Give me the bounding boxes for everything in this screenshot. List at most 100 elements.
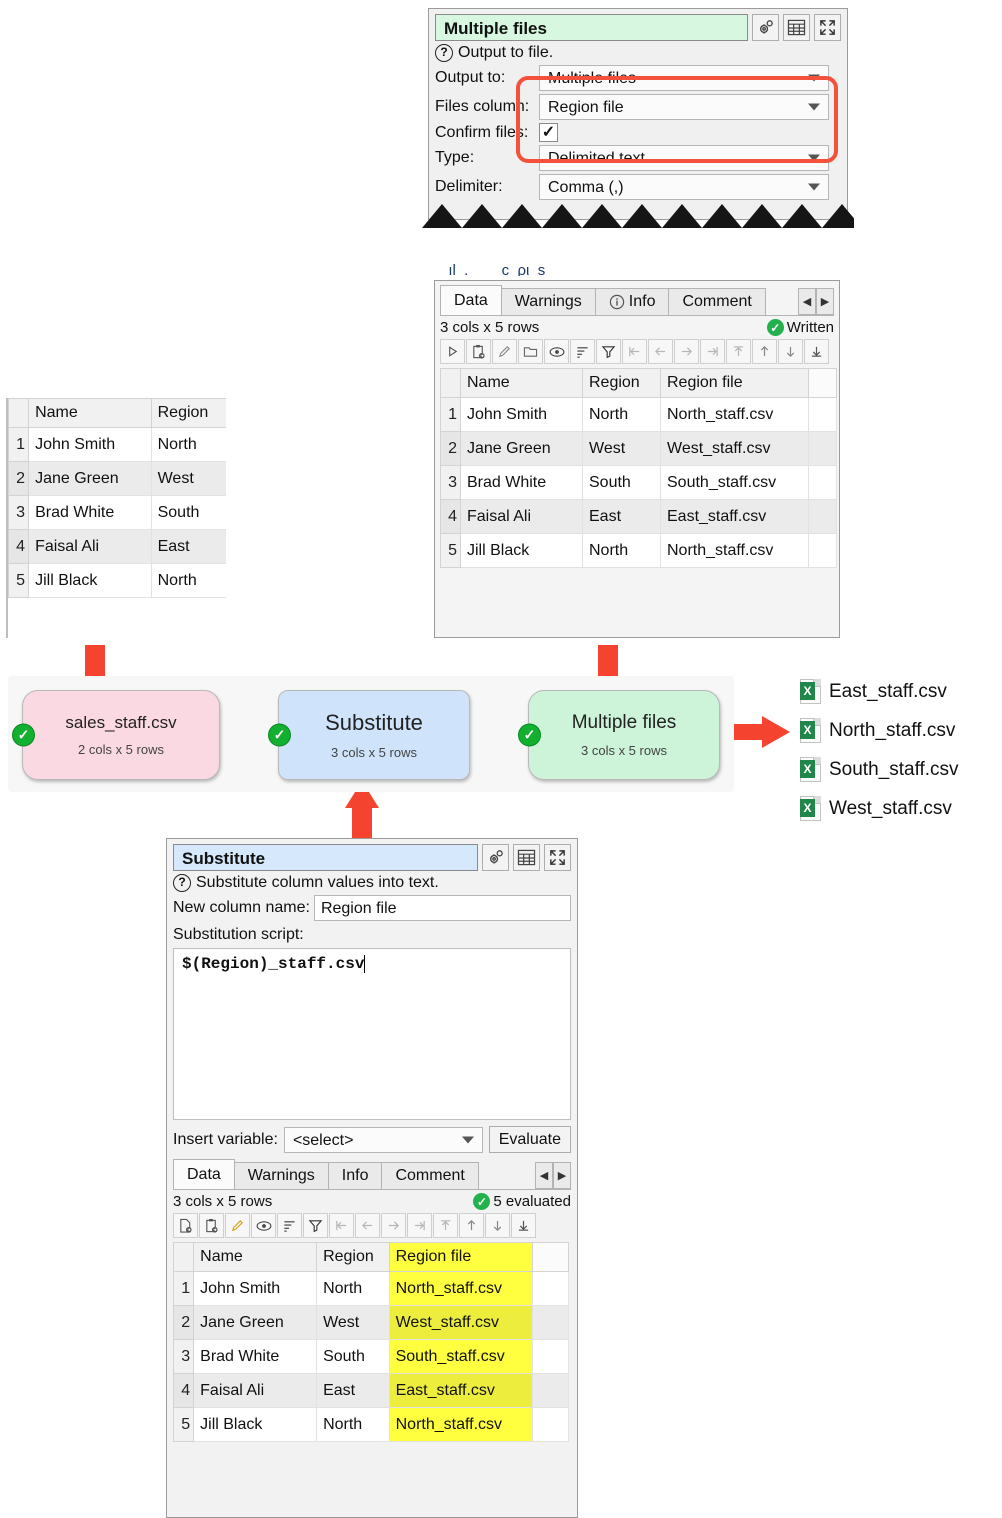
expand-icon[interactable] [814, 14, 841, 41]
cell-region-file[interactable]: South_staff.csv [660, 465, 809, 500]
cell-region[interactable]: South [582, 465, 661, 500]
prev-col-icon[interactable] [648, 339, 673, 364]
table-icon[interactable] [513, 844, 540, 871]
first-col-icon[interactable] [622, 339, 647, 364]
tab-data[interactable]: Data [173, 1159, 235, 1189]
col-header-region-file[interactable]: Region file [388, 1242, 533, 1272]
last-row-icon[interactable] [511, 1213, 536, 1238]
next-row-icon[interactable] [485, 1213, 510, 1238]
last-col-icon[interactable] [407, 1213, 432, 1238]
col-header-name[interactable]: Name [460, 368, 583, 398]
cell-region[interactable]: North [316, 1407, 390, 1442]
paste-icon[interactable] [466, 339, 491, 364]
col-header-name[interactable]: Name [193, 1242, 318, 1272]
cell-name[interactable]: Jill Black [28, 563, 152, 598]
cell-region[interactable]: East [316, 1373, 390, 1408]
edit-icon[interactable] [225, 1213, 250, 1238]
tab-warnings[interactable]: Warnings [500, 288, 596, 315]
sort-icon[interactable] [277, 1213, 302, 1238]
expand-icon[interactable] [544, 844, 571, 871]
cell-region-file[interactable]: West_staff.csv [660, 431, 809, 466]
tab-info[interactable]: Info [594, 288, 670, 315]
panel-title-input[interactable]: Multiple files [435, 14, 748, 41]
sort-icon[interactable] [570, 339, 595, 364]
table-icon[interactable] [783, 14, 810, 41]
delimiter-combo[interactable]: Comma (,) [539, 174, 829, 200]
node-substitute[interactable]: ✓ Substitute 3 cols x 5 rows [268, 690, 470, 780]
gear-icon[interactable] [482, 844, 509, 871]
cell-region[interactable]: North [150, 427, 226, 462]
panel-title-input[interactable]: Substitute [173, 844, 478, 871]
cell-region-file[interactable]: East_staff.csv [660, 499, 809, 534]
prev-row-icon[interactable] [459, 1213, 484, 1238]
cell-region[interactable]: North [316, 1271, 390, 1306]
tab-scroll-right[interactable]: ▶ [553, 1162, 571, 1189]
evaluate-button[interactable]: Evaluate [488, 1126, 571, 1153]
cell-name[interactable]: Jane Green [460, 431, 583, 466]
tab-data[interactable]: Data [440, 285, 502, 315]
tab-info[interactable]: Info [327, 1162, 383, 1189]
substitution-script-textarea[interactable]: $(Region)_staff.csv​ [173, 948, 571, 1120]
cell-region-file[interactable]: North_staff.csv [660, 397, 809, 432]
edit-icon[interactable] [492, 339, 517, 364]
cell-region[interactable]: North [150, 563, 226, 598]
cell-region[interactable]: South [316, 1339, 390, 1374]
cell-name[interactable]: Faisal Ali [193, 1373, 318, 1408]
cell-region[interactable]: North [582, 397, 661, 432]
prev-col-icon[interactable] [355, 1213, 380, 1238]
cell-region-file[interactable]: North_staff.csv [388, 1407, 533, 1442]
paste-icon[interactable] [199, 1213, 224, 1238]
cell-region[interactable]: West [316, 1305, 390, 1340]
cell-region[interactable]: East [582, 499, 661, 534]
node-multiple-files[interactable]: ✓ Multiple files 3 cols x 5 rows [518, 690, 720, 780]
col-header-region[interactable]: Region [150, 398, 226, 428]
tab-scroll-right[interactable]: ▶ [816, 288, 834, 315]
cell-name[interactable]: Brad White [28, 495, 152, 530]
cell-name[interactable]: Jane Green [193, 1305, 318, 1340]
folder-icon[interactable] [518, 339, 543, 364]
filter-icon[interactable] [596, 339, 621, 364]
filter-icon[interactable] [303, 1213, 328, 1238]
tab-scroll-left[interactable]: ◀ [798, 288, 816, 315]
cell-region-file[interactable]: South_staff.csv [388, 1339, 533, 1374]
cell-region[interactable]: West [150, 461, 226, 496]
cell-region-file[interactable]: West_staff.csv [388, 1305, 533, 1340]
col-header-region[interactable]: Region [582, 368, 661, 398]
cell-name[interactable]: Brad White [460, 465, 583, 500]
cell-region[interactable]: East [150, 529, 226, 564]
tab-comment[interactable]: Comment [381, 1162, 479, 1189]
cell-region-file[interactable]: East_staff.csv [388, 1373, 533, 1408]
col-header-region-file[interactable]: Region file [660, 368, 809, 398]
help-icon[interactable]: ? [435, 44, 453, 62]
cell-region[interactable]: West [582, 431, 661, 466]
confirm-files-checkbox[interactable]: ✓ [539, 123, 558, 142]
next-row-icon[interactable] [778, 339, 803, 364]
cell-region-file[interactable]: North_staff.csv [660, 533, 809, 568]
next-col-icon[interactable] [381, 1213, 406, 1238]
run-icon[interactable] [440, 339, 465, 364]
cell-name[interactable]: John Smith [460, 397, 583, 432]
col-header-region[interactable]: Region [316, 1242, 390, 1272]
tab-comment[interactable]: Comment [668, 288, 766, 315]
insert-variable-combo[interactable]: <select> [283, 1126, 483, 1153]
cell-region[interactable]: South [150, 495, 226, 530]
node-sales-staff-csv[interactable]: ✓ sales_staff.csv 2 cols x 5 rows [12, 690, 220, 780]
prev-row-icon[interactable] [752, 339, 777, 364]
cell-name[interactable]: Faisal Ali [460, 499, 583, 534]
